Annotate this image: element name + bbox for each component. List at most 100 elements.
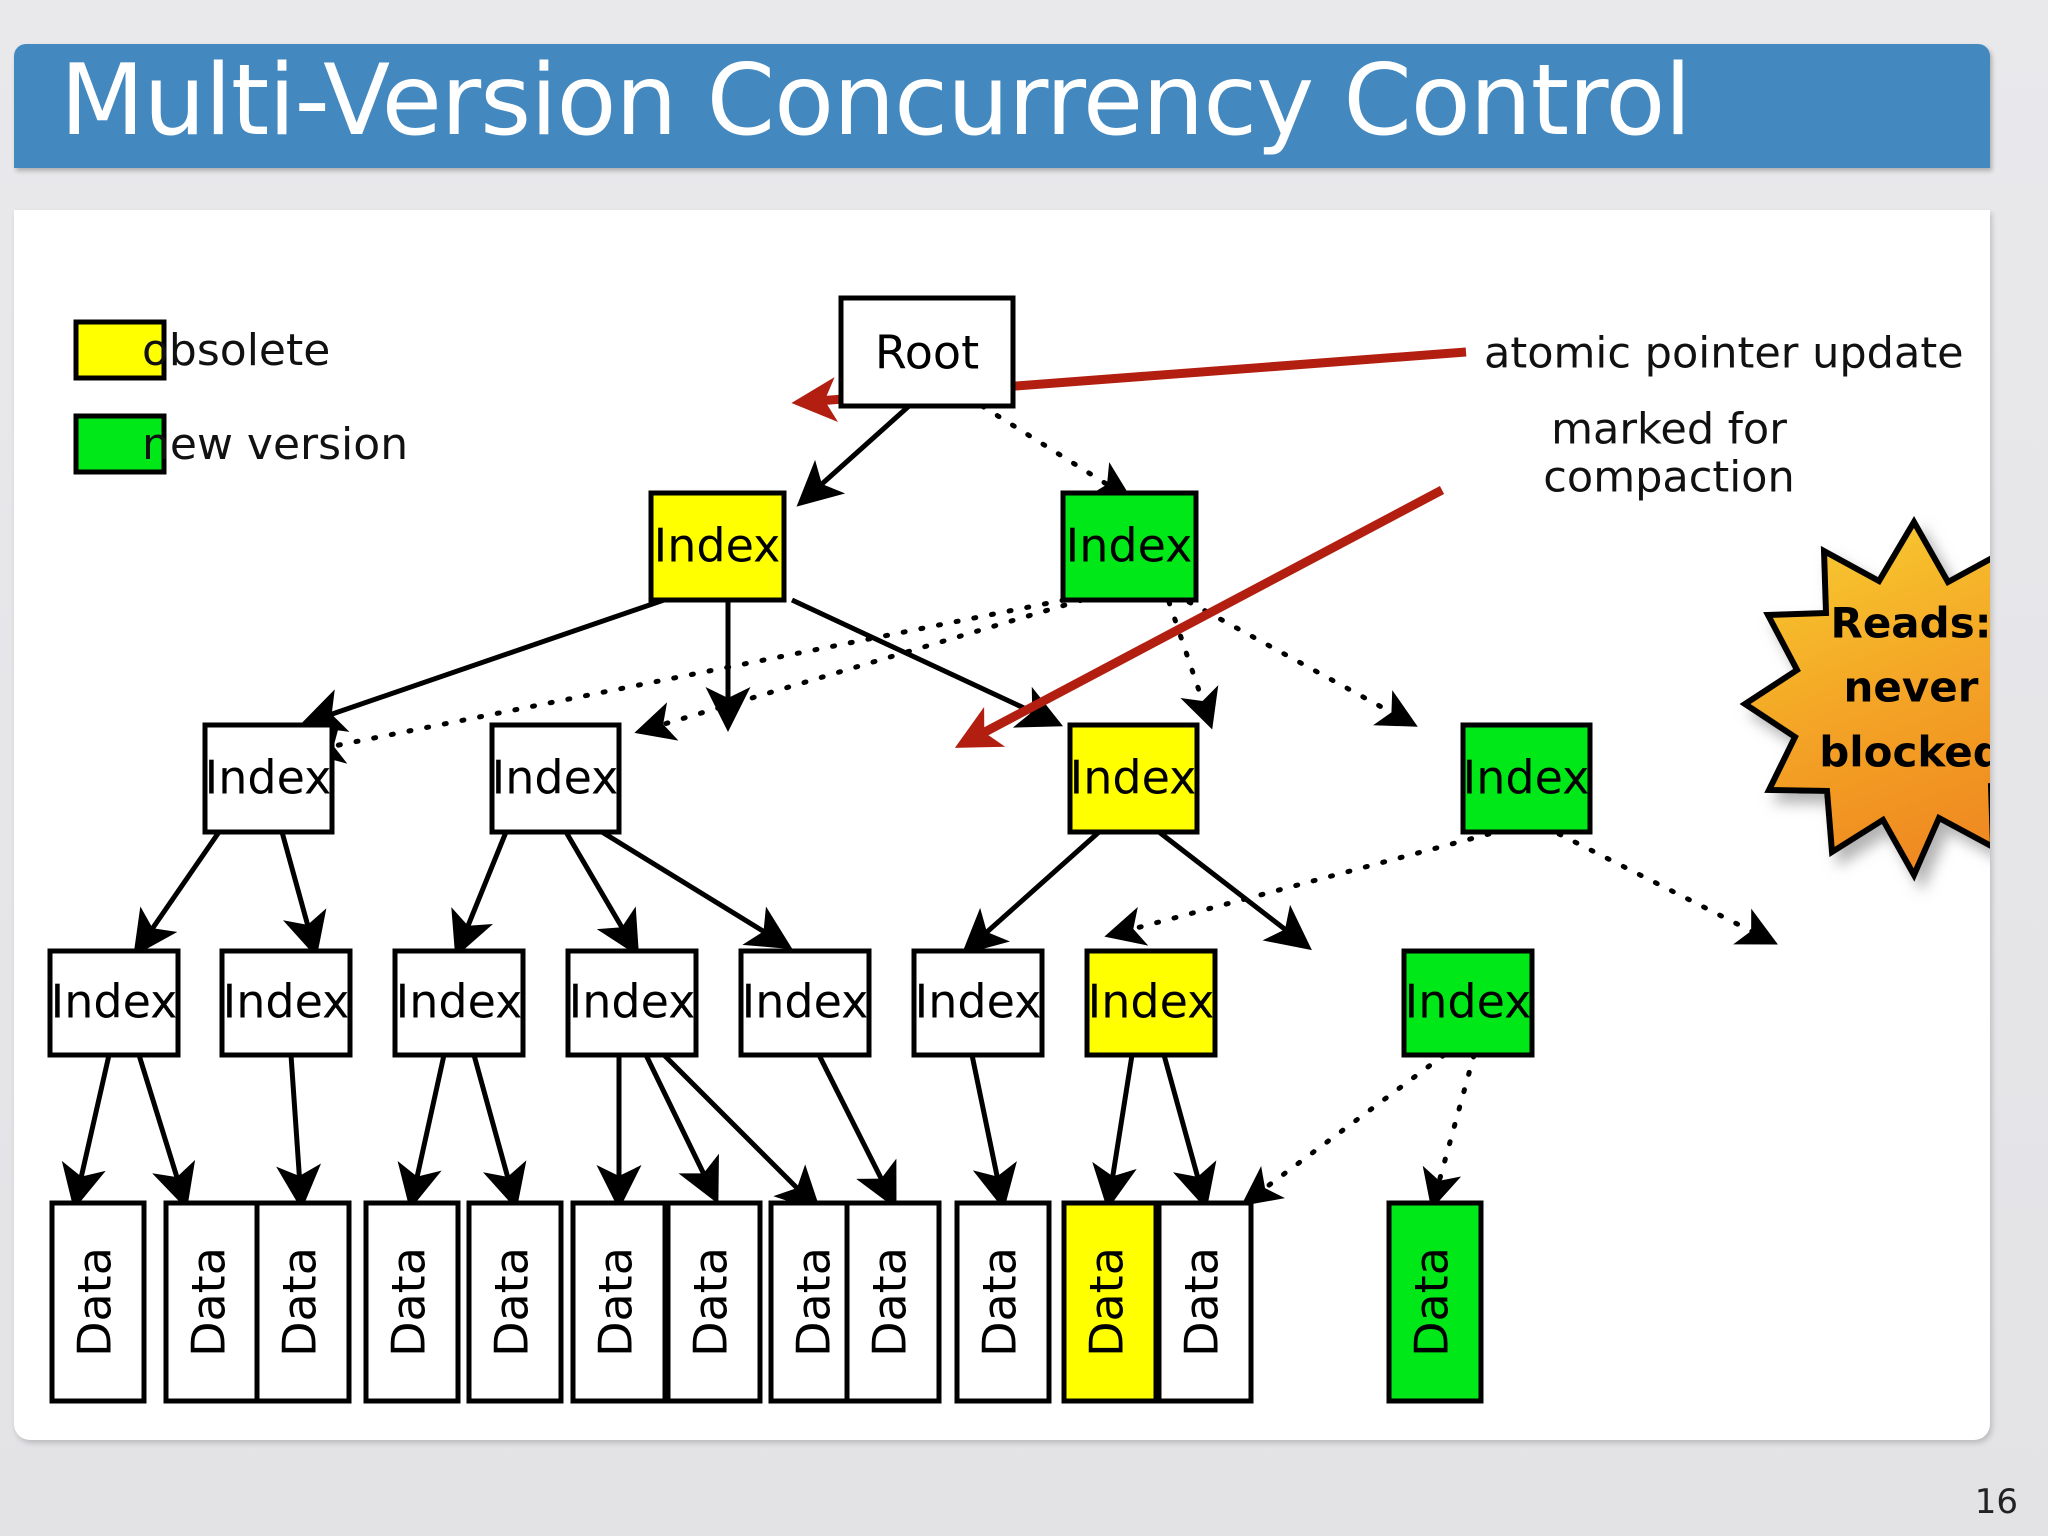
- callout-line-1: Reads:: [1830, 599, 1990, 648]
- leaf-data-5[interactable]: Data: [570, 1200, 668, 1404]
- mvcc-tree-diagram: obsolete new version atomic pointer upda…: [47, 295, 1990, 1404]
- edge-l3-2-to-leaf-3: [397, 1054, 447, 1210]
- leaf-data-1[interactable]: Data: [163, 1200, 261, 1404]
- node-index-l3-4-box[interactable]: [738, 948, 872, 1058]
- leaf-data-3-label: Data: [382, 1247, 436, 1357]
- leaf-data-5-label: Data: [589, 1247, 643, 1357]
- leaf-data-3[interactable]: Data: [363, 1200, 461, 1404]
- title-bar: [14, 44, 1990, 168]
- node-root-box[interactable]: [838, 295, 1016, 409]
- leaf-data-8-box[interactable]: [844, 1200, 942, 1404]
- edge-l3-4-to-leaf-8: [816, 1053, 897, 1209]
- node-index-l1-0-box[interactable]: [648, 490, 787, 603]
- node-index-l2-1-box[interactable]: [489, 722, 622, 835]
- leaf-data-2-box[interactable]: [254, 1200, 352, 1404]
- node-index-l3-7[interactable]: Index: [1401, 948, 1535, 1058]
- leaf-data-6-label: Data: [684, 1247, 738, 1357]
- legend-swatch-obsolete: [73, 319, 167, 381]
- leaf-data-10[interactable]: Data: [1061, 1200, 1159, 1404]
- callout-line-2: never: [1844, 663, 1979, 712]
- node-root-label: Root: [875, 326, 979, 380]
- node-index-l3-3-label: Index: [569, 975, 696, 1029]
- node-index-l2-3-box[interactable]: [1460, 722, 1593, 835]
- edge-l3-3-to-leaf-7: [662, 1053, 822, 1213]
- edge-root-to-index-l1-0: [796, 404, 911, 507]
- edges-level2-level3: [133, 829, 1778, 958]
- node-index-l1-1-label: Index: [1066, 519, 1193, 573]
- leaf-data-2[interactable]: Data: [254, 1200, 352, 1404]
- node-index-l2-1[interactable]: Index: [489, 722, 622, 835]
- node-index-l3-0-label: Index: [51, 975, 178, 1029]
- leaf-data-12-box[interactable]: [1386, 1200, 1484, 1404]
- node-index-l3-3-box[interactable]: [565, 948, 699, 1058]
- annotation-compaction: compaction: [1543, 453, 1795, 503]
- node-index-l3-2[interactable]: Index: [392, 948, 526, 1058]
- node-index-l1-1-box[interactable]: [1060, 490, 1199, 603]
- node-index-l3-7-label: Index: [1405, 975, 1532, 1029]
- node-index-l3-6-box[interactable]: [1084, 948, 1218, 1058]
- callout-reads-never-blocked: Reads: never blocked: [1739, 516, 1990, 882]
- leaf-data-0[interactable]: Data: [49, 1200, 147, 1404]
- leaf-data-9[interactable]: Data: [954, 1200, 1052, 1404]
- node-index-l2-0[interactable]: Index: [202, 722, 335, 835]
- leaf-data-12-label: Data: [1405, 1247, 1459, 1357]
- node-index-l3-6[interactable]: Index: [1084, 948, 1218, 1058]
- node-index-l1-0[interactable]: Index: [648, 490, 787, 603]
- node-index-l2-2-label: Index: [1070, 751, 1197, 805]
- page-number: 16: [1974, 1482, 2018, 1522]
- leaf-data-0-box[interactable]: [49, 1200, 147, 1404]
- page-title: Multi-Version Concurrency Control: [60, 44, 1692, 158]
- node-index-l2-2-box[interactable]: [1067, 722, 1200, 835]
- edge-l3-0-to-leaf-0: [61, 1054, 112, 1210]
- leaf-data-6-box[interactable]: [665, 1200, 763, 1404]
- edge-l3-5-to-leaf-9: [969, 1054, 1017, 1210]
- leaf-data-11-label: Data: [1175, 1247, 1229, 1357]
- edge-l1-1-to-l2-3: [1186, 599, 1418, 727]
- node-index-l2-0-box[interactable]: [202, 722, 335, 835]
- leaf-data-5-box[interactable]: [570, 1200, 668, 1404]
- legend: obsolete new version: [73, 319, 408, 475]
- node-index-l3-4[interactable]: Index: [738, 948, 872, 1058]
- edges-level1-level2: [299, 597, 1418, 764]
- leaf-data-4-box[interactable]: [466, 1200, 564, 1404]
- node-index-l3-7-box[interactable]: [1401, 948, 1535, 1058]
- node-index-l2-2[interactable]: Index: [1067, 722, 1200, 835]
- leaf-data-10-box[interactable]: [1061, 1200, 1159, 1404]
- edge-l1-1-to-l2-3a: [1166, 599, 1219, 730]
- leaf-data-1-box[interactable]: [163, 1200, 261, 1404]
- leaf-data-4[interactable]: Data: [466, 1200, 564, 1404]
- edge-l2-1-to-l3-4: [600, 829, 793, 950]
- annotation-labels: atomic pointer update marked for compact…: [1484, 329, 1964, 503]
- leaf-data-4-label: Data: [485, 1247, 539, 1357]
- node-index-l3-0[interactable]: Index: [47, 948, 181, 1058]
- node-index-l3-3[interactable]: Index: [565, 948, 699, 1058]
- edge-l2-3-to-l3-6-dotted: [1104, 831, 1492, 946]
- edge-l3-6-to-leaf-10: [1092, 1054, 1137, 1210]
- leaf-data-11[interactable]: Data: [1156, 1200, 1254, 1404]
- node-index-l3-1-box[interactable]: [219, 948, 353, 1058]
- leaf-data-11-box[interactable]: [1156, 1200, 1254, 1404]
- node-index-l3-5-box[interactable]: [911, 948, 1045, 1058]
- node-index-l3-0-box[interactable]: [47, 948, 181, 1058]
- edge-root-to-index-l1-1: [979, 403, 1133, 501]
- annotation-atomic-pointer-update: atomic pointer update: [1484, 329, 1964, 379]
- leaf-data-6[interactable]: Data: [665, 1200, 763, 1404]
- edge-l3-0-to-leaf-1: [136, 1054, 196, 1210]
- edge-l3-3-to-leaf-6: [643, 1053, 719, 1204]
- node-index-l2-3[interactable]: Index: [1460, 722, 1593, 835]
- node-index-l1-0-label: Index: [654, 519, 781, 573]
- edge-l3-7-to-leaf-11-dotted: [1240, 1052, 1447, 1206]
- node-index-l3-2-box[interactable]: [392, 948, 526, 1058]
- legend-label-obsolete: obsolete: [142, 325, 330, 376]
- leaf-data-3-box[interactable]: [363, 1200, 461, 1404]
- leaf-data-12[interactable]: Data: [1386, 1200, 1484, 1404]
- node-index-l3-1[interactable]: Index: [219, 948, 353, 1058]
- node-index-l1-1[interactable]: Index: [1060, 490, 1199, 603]
- node-index-l3-5[interactable]: Index: [911, 948, 1045, 1058]
- node-root[interactable]: Root: [838, 295, 1016, 409]
- edge-l1-1-to-l2-1: [634, 597, 1085, 741]
- leaf-data-8[interactable]: Data: [844, 1200, 942, 1404]
- edge-l3-7-to-leaf-12: [1422, 1052, 1477, 1210]
- starburst-shape: [1739, 516, 1990, 882]
- leaf-data-9-box[interactable]: [954, 1200, 1052, 1404]
